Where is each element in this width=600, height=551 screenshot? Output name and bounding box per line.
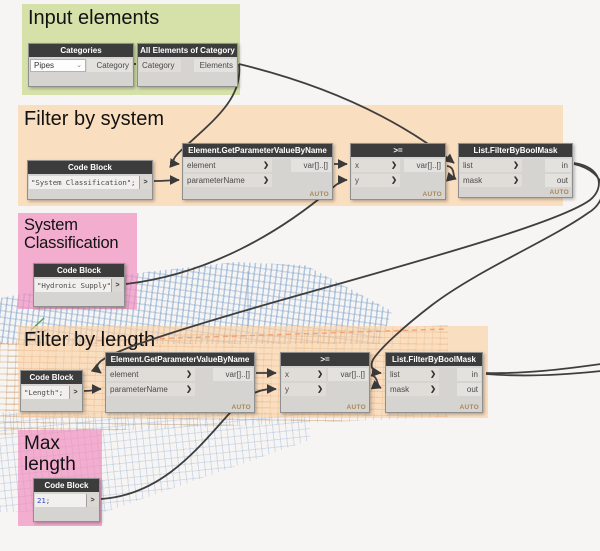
node-codeblock-length[interactable]: Code Block "Length"; > (20, 370, 83, 412)
codeblock-text[interactable]: "Length"; (22, 386, 69, 399)
lacing-badge[interactable]: AUTO (422, 191, 442, 198)
node-title[interactable]: Element.GetParameterValueByName (106, 353, 254, 366)
node-codeblock-max-length[interactable]: Code Block 21; > (33, 478, 100, 522)
codeblock-text[interactable]: "Hydronic Supply"; (35, 279, 111, 292)
port-in-x[interactable]: x ❯ (282, 368, 326, 381)
node-greater-equal-2[interactable]: >= x ❯ var[]..[] y ❯ AUTO (280, 352, 370, 413)
category-dropdown[interactable]: Pipes ⌄ (30, 59, 86, 72)
port-chevron-icon: ❯ (263, 162, 269, 169)
code-suffix: ; (45, 496, 51, 505)
port-out-var[interactable]: var[]..[] (291, 159, 331, 172)
node-all-elements-of-category[interactable]: All Elements of Category Category Elemen… (137, 43, 238, 87)
port-in-list[interactable]: list ❯ (460, 159, 522, 172)
port-out-var[interactable]: var[]..[] (328, 368, 368, 381)
port-chevron-icon: ❯ (391, 177, 397, 184)
node-title[interactable]: >= (281, 353, 369, 366)
lacing-badge[interactable]: AUTO (309, 191, 329, 198)
node-codeblock-system-classification[interactable]: Code Block "System Classification"; > (27, 160, 153, 200)
node-greater-equal-1[interactable]: >= x ❯ var[]..[] y ❯ AUTO (350, 143, 446, 200)
node-filterbyboolmask-1[interactable]: List.FilterByBoolMask list ❯ in mask ❯ o… (458, 143, 573, 198)
node-title[interactable]: >= (351, 144, 445, 157)
port-out-var[interactable]: var[]..[] (404, 159, 444, 172)
node-title[interactable]: List.FilterByBoolMask (386, 353, 482, 366)
node-title[interactable]: All Elements of Category (138, 44, 237, 57)
port-out-code[interactable]: > (139, 176, 151, 189)
port-out-out[interactable]: out (545, 174, 571, 187)
node-getparametervaluebyname-1[interactable]: Element.GetParameterValueByName element … (182, 143, 333, 200)
port-in-list[interactable]: list ❯ (387, 368, 439, 381)
port-chevron-icon: ❯ (263, 177, 269, 184)
port-out-code[interactable]: > (111, 279, 123, 292)
port-in-element[interactable]: element ❯ (184, 159, 272, 172)
port-out-code[interactable]: > (86, 494, 98, 507)
wire-fbm2in-exit-upper (485, 363, 600, 375)
number-literal: 21 (37, 496, 46, 505)
port-in-y[interactable]: y ❯ (352, 174, 400, 187)
node-title[interactable]: Code Block (34, 479, 99, 492)
group-title: System Classification (24, 216, 119, 252)
node-categories[interactable]: Categories Pipes ⌄ Category (28, 43, 134, 87)
wire-fbm2in-exit-lower (485, 370, 600, 377)
port-out-out[interactable]: out (457, 383, 481, 396)
port-chevron-icon: ❯ (317, 371, 323, 378)
port-chevron-icon: ❯ (391, 162, 397, 169)
port-chevron-icon: ❯ (317, 386, 323, 393)
group-title: Input elements (28, 7, 160, 29)
port-out-code[interactable]: > (69, 386, 81, 399)
port-in-category[interactable]: Category (139, 59, 181, 72)
lacing-badge[interactable]: AUTO (549, 189, 569, 196)
group-title: Filter by system (24, 108, 165, 130)
port-in-parametername[interactable]: parameterName ❯ (184, 174, 272, 187)
group-title: Max length (24, 433, 76, 475)
port-chevron-icon: ❯ (430, 386, 436, 393)
port-in-y[interactable]: y ❯ (282, 383, 326, 396)
lacing-badge[interactable]: AUTO (346, 404, 366, 411)
port-chevron-icon: ❯ (513, 162, 519, 169)
port-chevron-icon: ❯ (186, 371, 192, 378)
port-out-var[interactable]: var[]..[] (213, 368, 253, 381)
dropdown-caret-icon: ⌄ (76, 62, 82, 69)
node-title[interactable]: Code Block (34, 264, 124, 277)
port-chevron-icon: ❯ (513, 177, 519, 184)
node-filterbyboolmask-2[interactable]: List.FilterByBoolMask list ❯ in mask ❯ o… (385, 352, 483, 413)
node-title[interactable]: Element.GetParameterValueByName (183, 144, 332, 157)
port-in-x[interactable]: x ❯ (352, 159, 400, 172)
port-in-element[interactable]: element ❯ (107, 368, 195, 381)
port-out-in[interactable]: in (545, 159, 571, 172)
port-chevron-icon: ❯ (430, 371, 436, 378)
codeblock-text[interactable]: "System Classification"; (29, 176, 139, 189)
port-out-category[interactable]: Category (87, 59, 132, 72)
node-codeblock-hydronic-supply[interactable]: Code Block "Hydronic Supply"; > (33, 263, 125, 307)
port-chevron-icon: ❯ (186, 386, 192, 393)
node-title[interactable]: List.FilterByBoolMask (459, 144, 572, 157)
node-title[interactable]: Code Block (21, 371, 82, 384)
node-getparametervaluebyname-2[interactable]: Element.GetParameterValueByName element … (105, 352, 255, 413)
lacing-badge[interactable]: AUTO (231, 404, 251, 411)
port-in-mask[interactable]: mask ❯ (460, 174, 522, 187)
port-in-mask[interactable]: mask ❯ (387, 383, 439, 396)
port-in-parametername[interactable]: parameterName ❯ (107, 383, 195, 396)
port-out-elements[interactable]: Elements (194, 59, 236, 72)
node-title[interactable]: Categories (29, 44, 133, 57)
node-title[interactable]: Code Block (28, 161, 152, 174)
dropdown-value: Pipes (34, 61, 55, 70)
codeblock-text[interactable]: 21; (35, 494, 86, 507)
port-out-in[interactable]: in (457, 368, 481, 381)
lacing-badge[interactable]: AUTO (459, 404, 479, 411)
